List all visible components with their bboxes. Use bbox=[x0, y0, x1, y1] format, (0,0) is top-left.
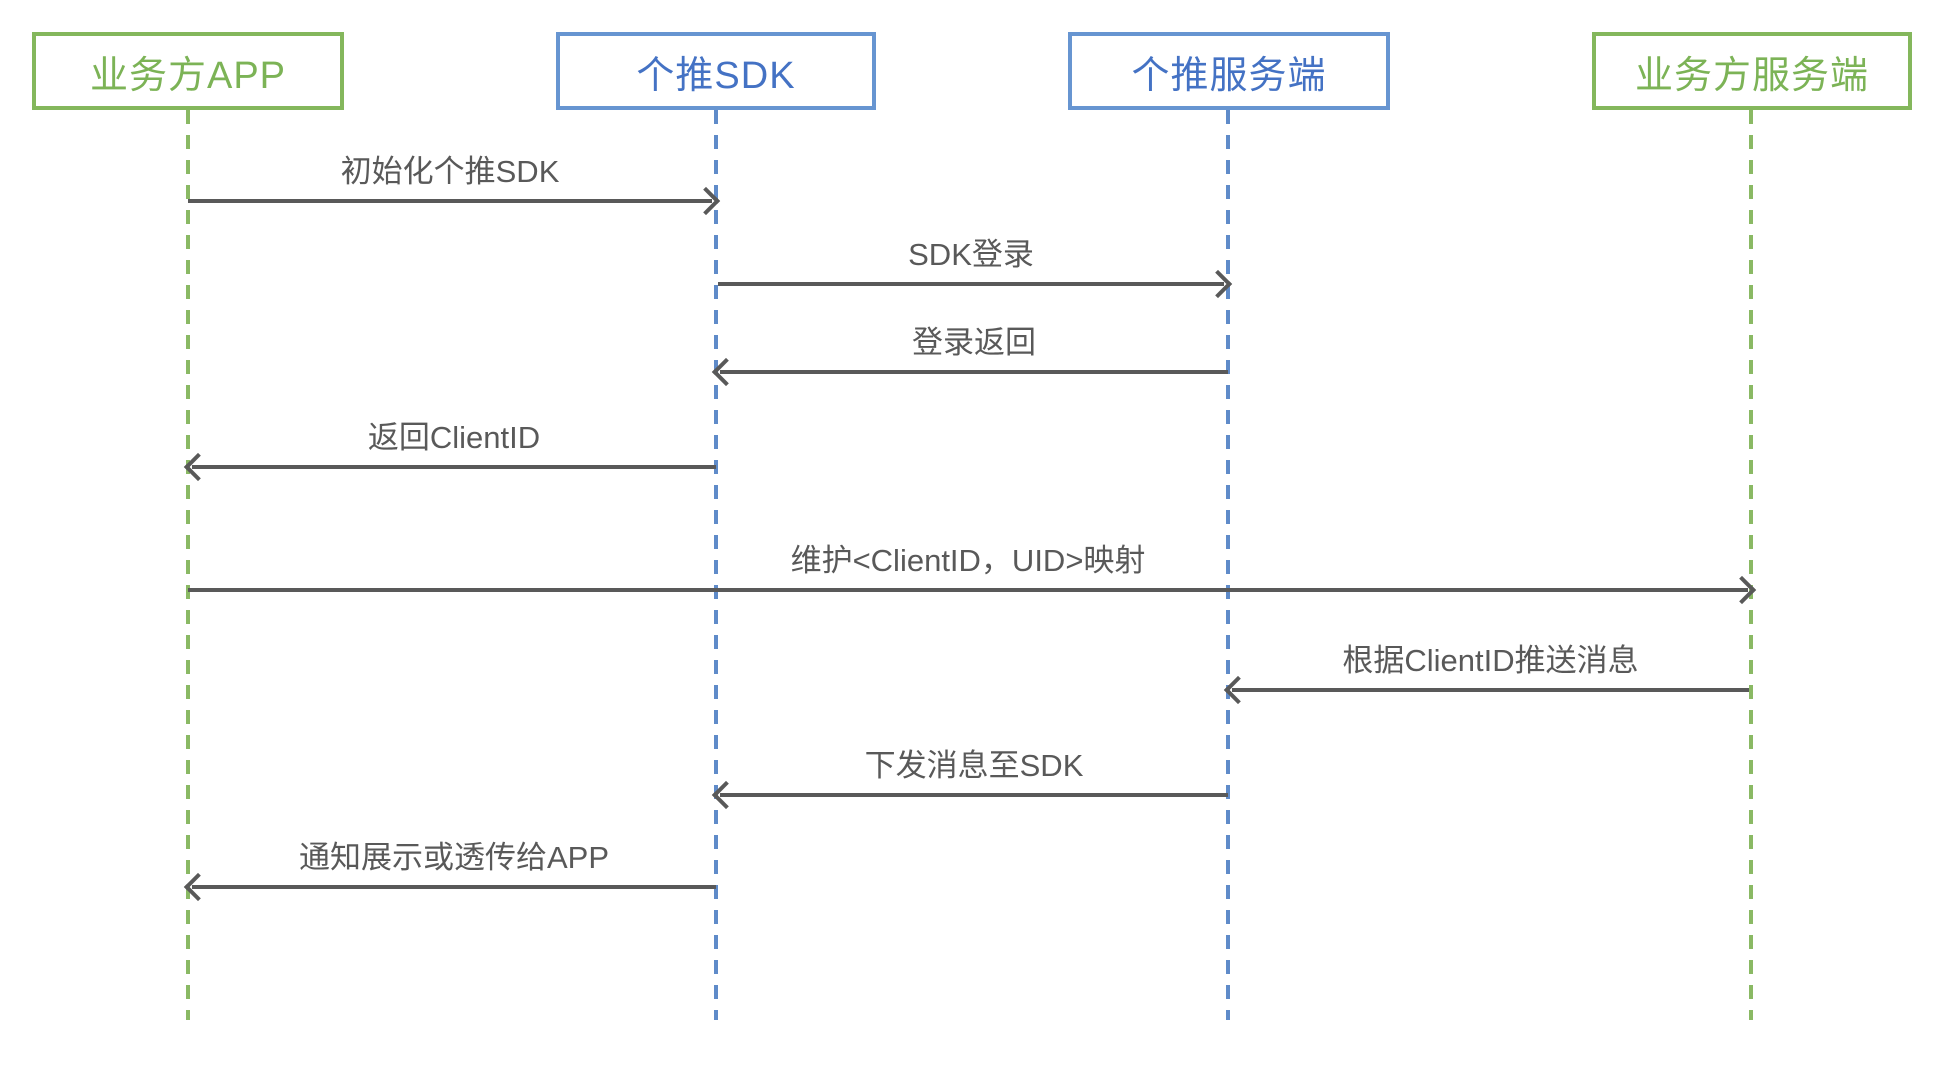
message-line bbox=[720, 793, 1228, 797]
message-line bbox=[718, 282, 1224, 286]
message-label: 返回ClientID bbox=[367, 420, 541, 455]
message-line bbox=[188, 588, 1748, 592]
message-label: SDK登录 bbox=[908, 237, 1034, 272]
message-label: 下发消息至SDK bbox=[864, 748, 1084, 783]
message-deliver-to-sdk: 下发消息至SDK bbox=[711, 748, 1228, 810]
message-return-clientid: 返回ClientID bbox=[183, 420, 716, 482]
message-line bbox=[720, 370, 1228, 374]
lifeline-getui-sdk bbox=[714, 110, 718, 1020]
participant-label-business-server: 业务方服务端 bbox=[1634, 54, 1869, 97]
message-label: 维护<ClientID，UID>映射 bbox=[790, 543, 1146, 578]
participant-label-business-app: 业务方APP bbox=[89, 54, 287, 97]
message-line bbox=[188, 199, 712, 203]
lifeline-getui-server bbox=[1226, 110, 1230, 1020]
message-notify-or-passthrough: 通知展示或透传给APP bbox=[183, 840, 716, 902]
message-label: 初始化个推SDK bbox=[340, 154, 560, 189]
participant-box-getui-server: 个推服务端 bbox=[1068, 32, 1390, 110]
participant-label-getui-server: 个推服务端 bbox=[1131, 54, 1327, 97]
message-maintain-mapping: 维护<ClientID，UID>映射 bbox=[188, 543, 1757, 605]
message-label: 根据ClientID推送消息 bbox=[1342, 643, 1639, 678]
message-push-by-clientid: 根据ClientID推送消息 bbox=[1223, 643, 1749, 705]
message-init-sdk: 初始化个推SDK bbox=[188, 154, 721, 216]
lifeline-business-server bbox=[1749, 110, 1753, 1020]
lifeline-business-app bbox=[186, 110, 190, 1020]
message-label: 登录返回 bbox=[912, 325, 1036, 360]
participant-label-getui-sdk: 个推SDK bbox=[636, 54, 796, 97]
message-line bbox=[1232, 688, 1749, 692]
message-login-return: 登录返回 bbox=[711, 325, 1228, 387]
participant-box-getui-sdk: 个推SDK bbox=[556, 32, 876, 110]
message-line bbox=[192, 465, 716, 469]
participant-box-business-server: 业务方服务端 bbox=[1592, 32, 1912, 110]
message-sdk-login: SDK登录 bbox=[718, 237, 1233, 299]
message-line bbox=[192, 885, 716, 889]
participant-box-business-app: 业务方APP bbox=[32, 32, 344, 110]
message-label: 通知展示或透传给APP bbox=[298, 840, 610, 875]
